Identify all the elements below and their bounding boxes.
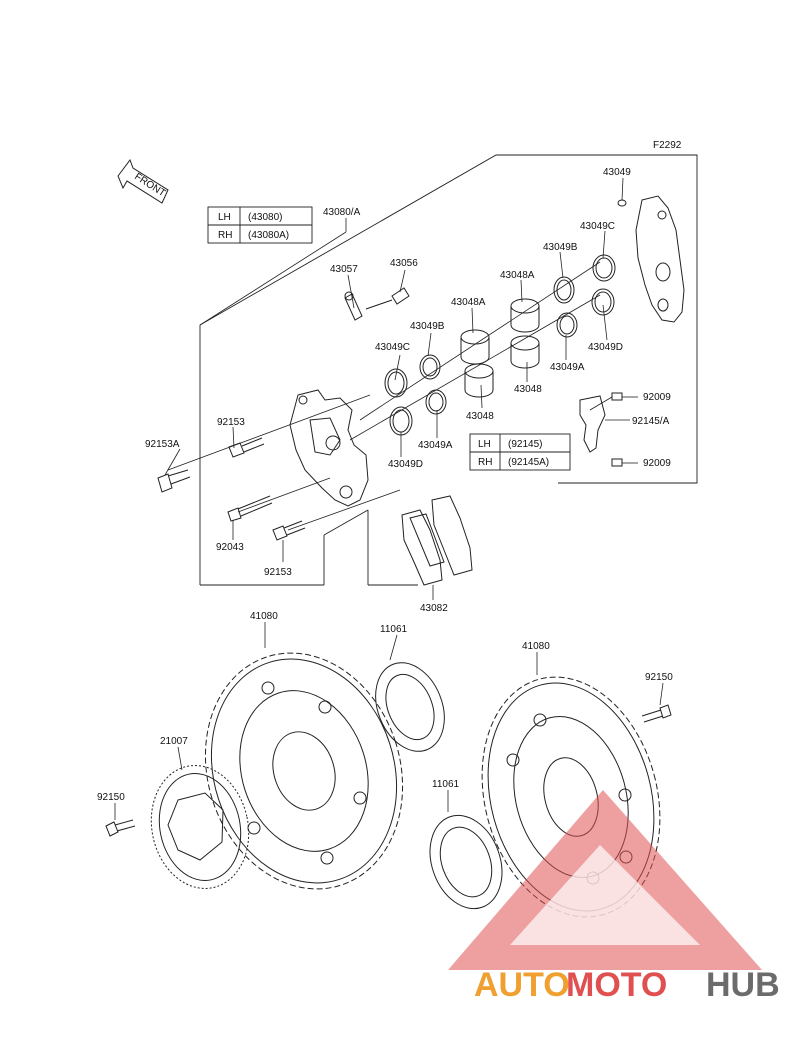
assembly-axes: [167, 261, 613, 531]
label-43049b-left: 43049B: [410, 321, 445, 332]
gasket-11061-left: [375, 662, 445, 752]
bolt-92153-lower: [272, 520, 306, 541]
front-arrow-icon: FRONT: [117, 158, 169, 204]
label-92153-lower: 92153: [264, 567, 292, 578]
screw-92150-right: [641, 704, 672, 723]
bolt-92153-upper: [228, 437, 265, 458]
seal-43049b-right: [553, 276, 575, 304]
watermark-text-auto: AUTO: [474, 966, 570, 1004]
figure-code: F2292: [653, 140, 682, 151]
bracket-table-code-lh: (92145): [508, 439, 542, 450]
label-43049b-right: 43049B: [543, 242, 578, 253]
seal-43049c-left: [384, 368, 408, 398]
piston-43048a-right: [510, 298, 540, 333]
brake-disc-left: [204, 652, 404, 890]
label-41080-left: 41080: [250, 611, 278, 622]
screw-92009-top: [611, 392, 623, 401]
seal-43049a-left: [425, 389, 447, 415]
seal-43049b-left: [419, 354, 441, 380]
bracket-table-side-lh: LH: [478, 439, 491, 450]
piston-43048a-left: [460, 329, 490, 365]
sensor-ring-21007: [150, 765, 250, 889]
label-43056: 43056: [390, 258, 418, 269]
label-43082: 43082: [420, 603, 448, 614]
label-43048-left: 43048: [466, 411, 494, 422]
seal-43049d-right: [591, 288, 615, 316]
bracket-table: LH (92145) RH (92145A): [469, 433, 571, 471]
leader-lines: [114, 177, 664, 820]
assembly-frame: [199, 154, 698, 586]
caliper-table-side-lh: LH: [218, 212, 231, 223]
label-43049a-left: 43049A: [418, 440, 453, 451]
label-21007: 21007: [160, 736, 188, 747]
pad-spring-bracket: [579, 395, 606, 453]
label-92150-left: 92150: [97, 792, 125, 803]
piston-43048-right: [510, 335, 540, 369]
label-92153a: 92153A: [145, 439, 180, 450]
pin-92043: [227, 495, 273, 522]
label-43048a-right: 43048A: [500, 270, 535, 281]
part-labels: 43080/A 43057 43056 43049C 43049B 43048A…: [97, 167, 673, 803]
watermark-text-hub: HUB: [706, 966, 780, 1004]
caliper-table-side-rh: RH: [218, 230, 232, 241]
caliper-table: LH (43080) RH (43080A): [207, 206, 313, 244]
label-92009-bottom: 92009: [643, 458, 671, 469]
seal-43049d-left: [389, 406, 413, 436]
caliper-right-half: [635, 195, 685, 323]
label-43080-a: 43080/A: [323, 207, 361, 218]
bleeder-cap: [344, 291, 363, 321]
caliper-table-code-rh: (43080A): [248, 230, 289, 241]
label-43048a-left: 43048A: [451, 297, 486, 308]
label-43049d-left: 43049D: [388, 459, 423, 470]
label-43049a-right: 43049A: [550, 362, 585, 373]
label-43048-right: 43048: [514, 384, 542, 395]
label-43049c-left: 43049C: [375, 342, 410, 353]
label-92150-right: 92150: [645, 672, 673, 683]
label-43049: 43049: [603, 167, 631, 178]
label-92043: 92043: [216, 542, 244, 553]
label-43049d-right: 43049D: [588, 342, 623, 353]
screw-92150-left: [105, 819, 136, 837]
seal-43049c-right: [592, 254, 616, 282]
caliper-left-half: [289, 389, 369, 507]
brake-pads: [401, 495, 473, 586]
label-92009-top: 92009: [643, 392, 671, 403]
screw-92009-bottom: [611, 458, 623, 467]
label-11061-right: 11061: [432, 779, 460, 790]
piston-43048-left: [464, 363, 494, 398]
watermark-text-moto: MOTO: [566, 966, 667, 1004]
oring-43049: [617, 199, 627, 207]
bracket-table-side-rh: RH: [478, 457, 492, 468]
bracket-table-code-rh: (92145A): [508, 457, 549, 468]
gasket-11061-right: [429, 814, 503, 910]
bolt-92153a: [157, 469, 191, 493]
label-92145-a: 92145/A: [632, 416, 670, 427]
label-43049c-right: 43049C: [580, 221, 615, 232]
label-11061-left: 11061: [380, 624, 408, 635]
seal-43049a-right: [556, 312, 578, 338]
label-43057: 43057: [330, 264, 358, 275]
automotohub-watermark: AUTO MOTO HUB: [448, 790, 780, 1004]
bleeder-valve: [365, 287, 410, 310]
label-92153-upper: 92153: [217, 417, 245, 428]
label-41080-right: 41080: [522, 641, 550, 652]
caliper-table-code-lh: (43080): [248, 212, 282, 223]
